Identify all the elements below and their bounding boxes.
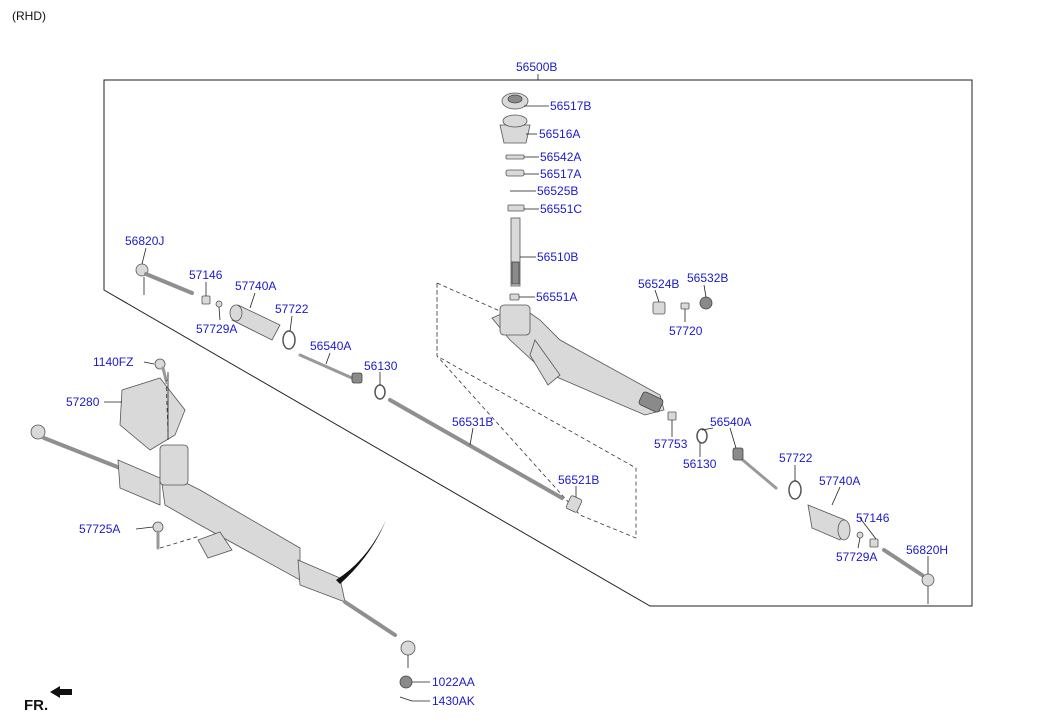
front-arrow-icon	[50, 686, 72, 698]
rack-bar	[388, 398, 564, 500]
label-56517B[interactable]: 56517B	[550, 99, 591, 113]
label-57722-right[interactable]: 57722	[779, 451, 813, 465]
label-56540A-left[interactable]: 56540A	[310, 339, 351, 353]
label-56532B[interactable]: 56532B	[687, 271, 728, 285]
label-56524B[interactable]: 56524B	[638, 277, 679, 291]
yoke-nut-part	[699, 296, 713, 310]
label-56551C[interactable]: 56551C	[540, 202, 582, 216]
locknut-left	[201, 295, 211, 305]
ring-56130-left	[374, 384, 386, 400]
label-56517A[interactable]: 56517A	[540, 167, 581, 181]
front-direction-indicator: FR.	[24, 686, 72, 714]
rack-bushing	[565, 495, 583, 513]
part-labels: 56500B 56517B 56516A 56542A 56517A 56525…	[66, 60, 948, 708]
label-57146-left[interactable]: 57146	[189, 268, 223, 282]
label-57722-left[interactable]: 57722	[275, 302, 309, 316]
yoke-spring-part	[680, 302, 690, 310]
label-57720[interactable]: 57720	[669, 324, 703, 338]
label-57740A-left[interactable]: 57740A	[235, 279, 276, 293]
label-1022AA[interactable]: 1022AA	[432, 675, 475, 689]
label-56510B[interactable]: 56510B	[537, 250, 578, 264]
label-57729A-left[interactable]: 57729A	[196, 322, 237, 336]
ring-57722-left	[282, 330, 296, 350]
label-56521B[interactable]: 56521B	[558, 473, 599, 487]
label-57740A-right[interactable]: 57740A	[819, 474, 860, 488]
label-56500B[interactable]: 56500B	[516, 60, 557, 74]
label-56525B[interactable]: 56525B	[537, 184, 578, 198]
small-part-57753	[667, 411, 677, 421]
locknut-right	[869, 538, 879, 548]
label-57729A-right[interactable]: 57729A	[836, 550, 877, 564]
label-57725A[interactable]: 57725A	[79, 522, 120, 536]
assembly-frame	[103, 79, 973, 607]
direction-arc	[336, 520, 386, 584]
front-label: FR.	[24, 697, 48, 714]
label-56531B[interactable]: 56531B	[452, 415, 493, 429]
label-56516A[interactable]: 56516A	[539, 127, 580, 141]
subassembly-dashed-outline	[436, 283, 637, 539]
label-56130-right[interactable]: 56130	[683, 457, 717, 471]
assembled-steering-gear	[30, 372, 416, 668]
variant-note: (RHD)	[12, 9, 46, 23]
ring-56130-right	[696, 428, 708, 444]
label-56542A[interactable]: 56542A	[540, 150, 581, 164]
bolt-57725A	[152, 521, 164, 550]
label-1140FZ[interactable]: 1140FZ	[93, 355, 133, 369]
leader-lines	[104, 74, 929, 702]
nut-1022AA	[399, 675, 413, 689]
clip-right	[856, 531, 864, 539]
cotter-1430AK	[399, 696, 413, 702]
tie-rod-end-left-upper	[135, 263, 194, 295]
label-56130-left[interactable]: 56130	[364, 359, 398, 373]
label-56820J[interactable]: 56820J	[125, 234, 164, 248]
tie-rod-end-right	[882, 548, 935, 604]
label-57753[interactable]: 57753	[654, 437, 688, 451]
label-56551A[interactable]: 56551A	[536, 290, 577, 304]
inner-tie-rod-right	[736, 454, 778, 490]
label-57280[interactable]: 57280	[66, 395, 100, 409]
rack-housing-center	[491, 304, 665, 416]
ring-57722-right	[788, 480, 802, 500]
label-56820H[interactable]: 56820H	[906, 543, 948, 557]
inner-tie-rod-left	[298, 353, 354, 380]
yoke-plug-part	[652, 301, 666, 315]
label-56540A-right[interactable]: 56540A	[710, 415, 751, 429]
pinion-parts-stack	[499, 92, 531, 301]
mount-bracket-lower	[197, 531, 233, 559]
bellows-boot-left	[229, 304, 281, 341]
bolt-1140FZ	[154, 358, 168, 382]
clip-left	[215, 300, 223, 308]
label-1430AK[interactable]: 1430AK	[432, 694, 475, 708]
bellows-boot-right	[807, 504, 851, 541]
label-57146-right[interactable]: 57146	[856, 511, 890, 525]
